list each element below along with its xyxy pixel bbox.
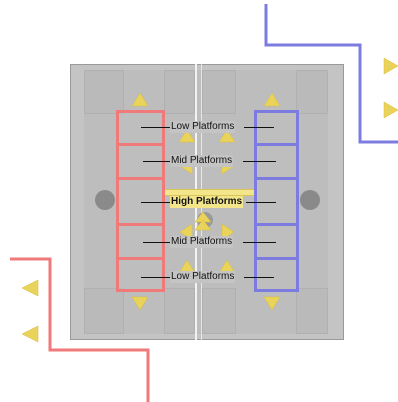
yellow-triangle-marker-icon (263, 92, 281, 107)
floor-tile (84, 288, 124, 334)
leader-line (243, 161, 276, 162)
yellow-triangle-marker-icon (21, 325, 39, 343)
label-mid-platforms-top: Mid Platforms (170, 155, 234, 167)
leader-line (246, 202, 276, 203)
leader-line (143, 242, 170, 243)
floor-tile (84, 70, 124, 114)
leader-line (143, 161, 170, 162)
leader-line (244, 277, 274, 278)
floor-tile (296, 288, 328, 334)
yellow-triangle-marker-icon (131, 92, 149, 107)
red-zone-line (10, 257, 150, 402)
blue-zone-line (264, 4, 398, 144)
floor-tile (202, 70, 236, 114)
label-low-platforms-bottom: Low Platforms (170, 271, 236, 283)
blue-low-platform-bottom (254, 257, 299, 292)
floor-tile (296, 70, 328, 114)
yellow-triangle-marker-icon (194, 219, 212, 231)
leader-line (244, 127, 274, 128)
yellow-triangle-marker-icon (383, 57, 398, 75)
yellow-triangle-marker-icon (131, 296, 149, 311)
gray-post-circle-icon (95, 190, 115, 210)
gray-post-circle-icon (300, 190, 320, 210)
leader-line (141, 277, 170, 278)
leader-line (141, 127, 170, 128)
label-high-platforms: High Platforms (170, 196, 244, 208)
red-low-platform-bottom (116, 257, 165, 292)
label-mid-platforms-bottom: Mid Platforms (170, 236, 234, 248)
yellow-triangle-marker-icon (383, 101, 398, 119)
floor-tile (202, 288, 236, 334)
label-low-platforms-top: Low Platforms (170, 121, 236, 133)
floor-tile (164, 70, 195, 114)
yellow-triangle-marker-icon (218, 129, 236, 143)
floor-tile (164, 288, 195, 334)
yellow-triangle-marker-icon (21, 279, 39, 297)
leader-line (141, 202, 170, 203)
yellow-triangle-marker-icon (178, 129, 196, 143)
blue-mid-platform-bottom (254, 223, 299, 260)
leader-line (243, 242, 276, 243)
high-platform-bar (165, 189, 254, 196)
yellow-triangle-marker-icon (263, 296, 281, 311)
